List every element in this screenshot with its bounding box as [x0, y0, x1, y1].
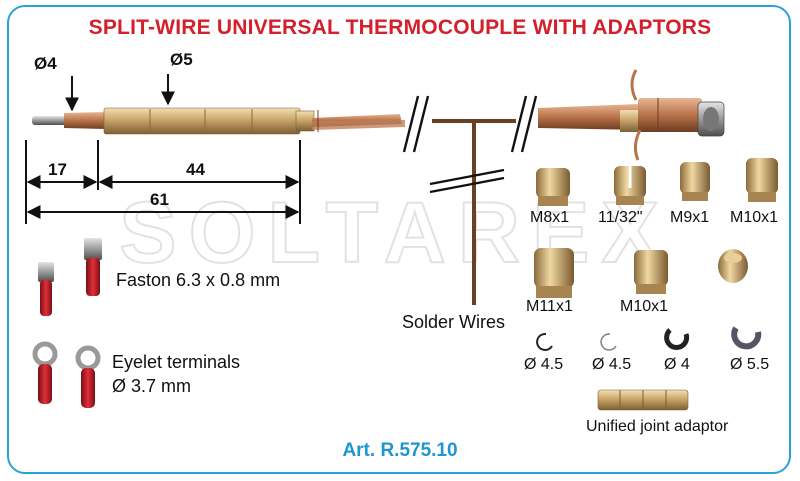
nut-m8x1	[536, 168, 570, 206]
nut-m9x1	[680, 162, 710, 201]
nut-label-m10x1-b: M10x1	[620, 298, 669, 315]
dimension-lines	[25, 74, 301, 224]
solder-wires-label: Solder Wires	[402, 312, 506, 332]
clip-4	[664, 328, 690, 350]
nut-label-m11x1: M11x1	[526, 298, 573, 315]
body-length-label: 44	[186, 160, 205, 179]
nut-m10x1-b	[634, 250, 668, 294]
ring-4-5-a	[536, 332, 553, 351]
nut-m11x1	[534, 248, 574, 298]
watermark-text: SOLTAREX	[119, 185, 671, 281]
solder-wire-t	[432, 119, 516, 305]
eyelet-terminal-2	[75, 345, 101, 408]
nut-label-m9x1: M9x1	[670, 209, 710, 226]
clip-5-5	[731, 326, 762, 350]
joint-adaptor-label: Unified joint adaptor	[586, 418, 729, 435]
eyelet-label-line2: Ø 3.7 mm	[112, 376, 192, 396]
faston-terminal-2	[84, 238, 102, 296]
thermocouple-probe	[32, 107, 405, 135]
ring-4-5-b	[600, 333, 617, 351]
nut-m10x1-a	[746, 158, 778, 202]
break-marks	[402, 95, 538, 153]
nut-label-11-32: 11/32"	[598, 209, 643, 226]
solder-break	[429, 168, 505, 194]
nut-plain	[718, 249, 748, 283]
unified-joint-adaptor	[597, 389, 689, 411]
nut-11-32	[614, 166, 646, 205]
ring-label-2: Ø 4.5	[592, 356, 632, 373]
body-diameter-label: Ø5	[170, 50, 193, 69]
ring-label-4: Ø 5.5	[730, 356, 770, 373]
eyelet-label-line1: Eyelet terminals	[112, 352, 241, 372]
page-title: SPLIT-WIRE UNIVERSAL THERMOCOUPLE WITH A…	[88, 16, 712, 39]
tip-length-label: 17	[48, 160, 67, 179]
ring-label-1: Ø 4.5	[524, 356, 564, 373]
faston-label: Faston 6.3 x 0.8 mm	[116, 270, 281, 290]
nut-label-m10x1-a: M10x1	[730, 209, 779, 226]
ring-label-3: Ø 4	[664, 356, 690, 373]
nut-label-m8x1: M8x1	[530, 209, 570, 226]
thermocouple-connector	[538, 69, 725, 161]
article-number: Art. R.575.10	[342, 440, 458, 461]
eyelet-terminal-1	[32, 341, 58, 404]
total-length-label: 61	[150, 190, 169, 209]
faston-terminal-1	[38, 262, 54, 316]
tip-diameter-label: Ø4	[34, 54, 57, 73]
